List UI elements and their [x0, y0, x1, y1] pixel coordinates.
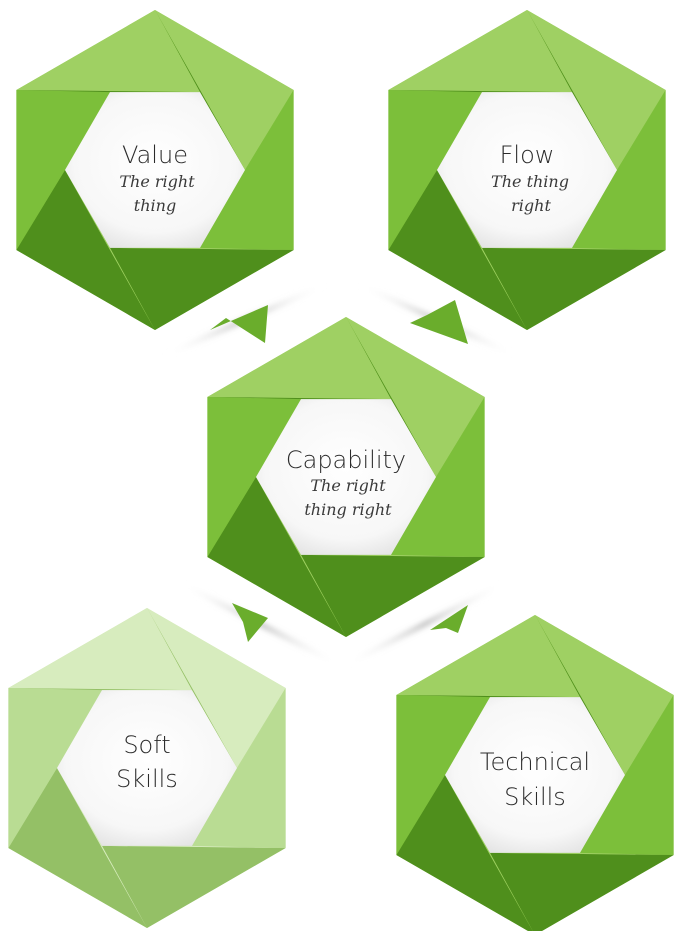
hex-technical-skills-facet-2 [490, 852, 674, 931]
label-soft-skills: Soft Skills [116, 731, 178, 793]
hex-flow-facet-1 [572, 90, 666, 250]
hex-capability-facet-b-3 [256, 477, 346, 637]
hex-capability-facet-4 [207, 397, 301, 557]
value-title: Value [122, 141, 188, 169]
hex-flow-facet-b-4 [388, 92, 482, 250]
hex-value-facet-b-0 [155, 10, 245, 170]
hex-flow-facet-5 [388, 10, 572, 93]
hex-technical-skills-facet-b-3 [445, 775, 533, 931]
hex-technical-skills-facet-b-2 [490, 852, 674, 855]
hex-value-facet-5 [16, 10, 201, 93]
hex-value [16, 10, 294, 330]
hex-technical-skills-facet-3 [396, 775, 533, 931]
hex-flow-facet-b-5 [388, 90, 572, 93]
hex-soft-skills-facet-b-2 [102, 845, 286, 848]
hex-technical-skills-facet-5 [396, 615, 580, 698]
hex-soft-skills-facet-b-1 [192, 688, 286, 846]
arrow-capability-to-technical-skills [430, 605, 468, 633]
hex-value-facet-0 [155, 10, 294, 170]
hex-capability-facet-2 [301, 554, 485, 637]
hex-flow-inner [437, 92, 617, 248]
flow-subtitle-line2: right [511, 196, 551, 215]
soft-skills-title-line1: Soft [123, 731, 170, 759]
hex-soft-skills-inner [57, 690, 237, 846]
hex-soft-skills-facet-4 [8, 688, 102, 848]
hex-capability-facet-3 [207, 477, 346, 637]
hex-value-inner [65, 92, 245, 248]
label-flow: Flow The thing right [491, 141, 569, 215]
hex-capability-inner [256, 399, 436, 555]
hex-soft-skills-facet-1 [192, 688, 286, 848]
hex-flow-facet-b-3 [437, 170, 527, 330]
hex-capability-facet-b-5 [207, 397, 391, 400]
hex-capability-facet-b-0 [346, 317, 436, 477]
hex-value-facet-b-1 [200, 90, 294, 248]
hex-soft-skills-facet-b-3 [57, 768, 147, 928]
hex-flow-facet-b-2 [482, 247, 666, 250]
hex-technical-skills-facet-b-4 [396, 697, 490, 855]
hex-flow-facet-b-1 [572, 90, 666, 248]
technical-skills-title-line2: Skills [504, 783, 566, 811]
hex-flow-facet-3 [388, 170, 527, 330]
flow-subtitle-line1: The thing [491, 172, 569, 191]
label-technical-skills: Technical Skills [480, 748, 590, 811]
hex-capability-facet-5 [207, 317, 391, 400]
label-capability: Capability The right thing right [286, 446, 406, 519]
hex-soft-skills-facet-5 [8, 608, 193, 691]
hex-value-facet-3 [16, 170, 156, 330]
hex-value-facet-b-3 [65, 170, 155, 330]
hex-value-facet-b-5 [16, 90, 201, 93]
hex-technical-skills-facet-0 [535, 615, 674, 775]
connector-arrows [210, 300, 468, 642]
hex-soft-skills-facet-2 [102, 845, 286, 928]
hex-soft-skills-facet-0 [147, 608, 286, 768]
soft-skills-title-line2: Skills [116, 765, 178, 793]
hex-capability [207, 317, 485, 637]
hex-capability-facet-1 [391, 397, 485, 557]
technical-skills-title-line1: Technical [480, 748, 590, 776]
hex-value-facet-4 [16, 90, 110, 250]
hex-soft-skills-facet-3 [8, 768, 148, 928]
capability-title: Capability [286, 446, 406, 474]
hex-soft-skills-facet-b-4 [8, 690, 102, 848]
hex-flow-facet-0 [527, 10, 666, 170]
hex-flow-facet-4 [388, 90, 482, 250]
arrow-capability-to-soft-skills [232, 603, 268, 642]
hex-capability-facet-b-1 [391, 397, 485, 555]
hex-flow [388, 10, 666, 330]
hex-capability-facet-b-2 [301, 554, 485, 557]
label-value: Value The right thing [119, 141, 195, 215]
hex-technical-skills-facet-b-0 [535, 615, 625, 775]
hex-value-facet-2 [110, 247, 294, 330]
hex-value-facet-1 [200, 90, 294, 250]
hex-technical-skills-facet-b-1 [580, 695, 674, 853]
arrow-value-to-capability [210, 305, 268, 343]
hex-soft-skills-facet-b-5 [8, 688, 193, 691]
arrow-flow-to-capability [410, 300, 468, 344]
hex-soft-skills-facet-b-0 [147, 608, 237, 768]
hex-flow-facet-2 [482, 247, 666, 330]
hex-flow-facet-b-0 [527, 10, 617, 170]
hex-capability-facet-b-4 [207, 399, 301, 557]
hex-technical-skills-facet-1 [580, 695, 674, 855]
value-subtitle-line2: thing [134, 196, 176, 215]
hex-technical-skills-facet-4 [396, 695, 490, 855]
hex-technical-skills-facet-b-5 [396, 695, 580, 698]
hex-soft-skills [8, 608, 286, 928]
capability-subtitle-line2: thing right [304, 500, 392, 519]
hex-value-facet-b-2 [110, 247, 294, 250]
capability-subtitle-line1: The right [310, 476, 386, 495]
hex-technical-skills-inner [445, 697, 625, 853]
hex-capability-facet-0 [346, 317, 485, 477]
hex-technical-skills [396, 615, 674, 931]
value-subtitle-line1: The right [119, 172, 195, 191]
flow-title: Flow [500, 141, 555, 169]
